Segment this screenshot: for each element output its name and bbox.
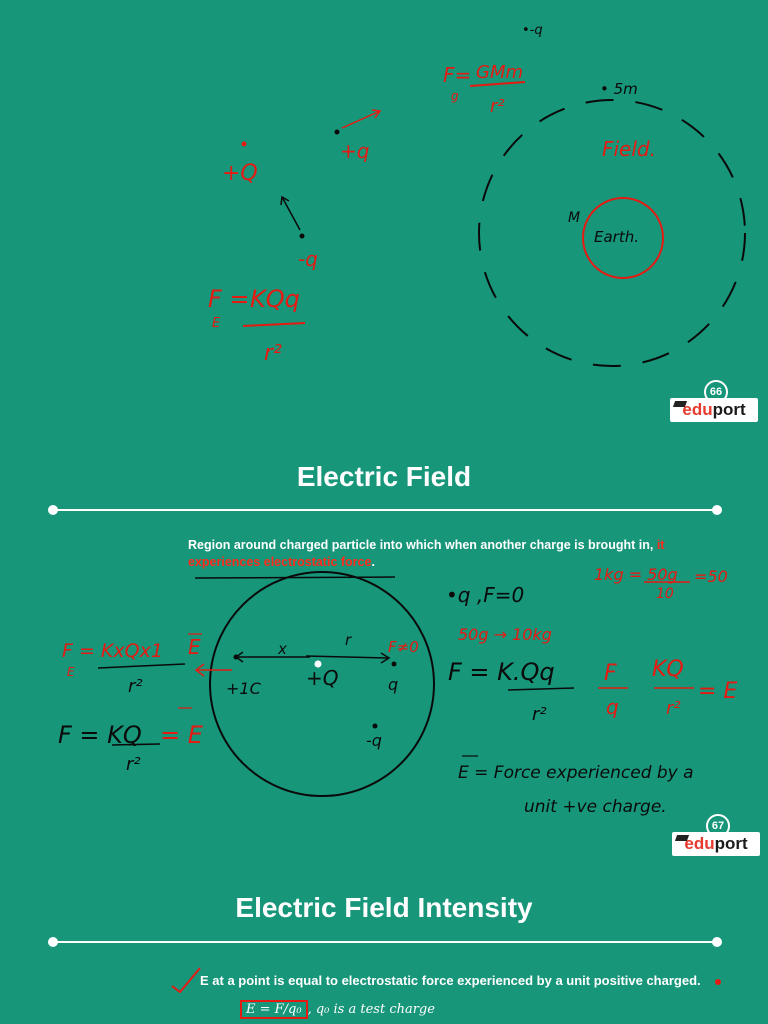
note-E-vec: E [188, 635, 201, 659]
slide-title-electric-field-intensity: Electric Field Intensity [235, 892, 533, 923]
definition-end: . [371, 555, 375, 569]
gravity-field-circle [478, 99, 746, 367]
definition-white-text: Region around charged particle into whic… [188, 538, 654, 552]
note-F-eq-den: r² [126, 754, 141, 775]
note-coulomb-sub: E [212, 316, 221, 331]
note-small-mass: • 5m [600, 80, 638, 98]
neg-test-charge-dot [372, 723, 378, 729]
note-left-sub: E [67, 665, 75, 679]
note-plus-1C: +1C [226, 679, 262, 698]
note-ratio-rhs: KQ [652, 657, 684, 682]
note-force-nonzero: F≠0 [388, 638, 419, 656]
red-dot-mark [715, 979, 721, 985]
note-ratio-num: F [604, 661, 617, 686]
F-eq-bar [111, 743, 161, 746]
note-E-def-line2: unit +ve charge. [524, 797, 667, 817]
earth-circle [582, 197, 664, 279]
divider-left-dot [48, 505, 58, 515]
slide-title-electric-field: Electric Field [296, 461, 472, 492]
intensity-definition: E at a point is equal to electrostatic f… [200, 973, 701, 988]
note-center-Q: +Q [306, 666, 339, 690]
definition-red-text: it experiences electrostatic force [188, 538, 665, 569]
underline-definition [194, 576, 396, 579]
force-arrowhead-unit [194, 663, 205, 677]
divider-left-dot [48, 937, 58, 947]
logo-edu-text: edu [682, 400, 713, 419]
note-charge-q-top: •-q [522, 23, 543, 38]
note-plus-Q: +Q [222, 161, 258, 186]
note-r-label: r [345, 631, 352, 649]
repulsion-arrow [341, 110, 381, 129]
formula-box: E = F/q₀ [240, 1000, 308, 1019]
divider-line [56, 509, 716, 511]
note-plus-q: +q [340, 139, 369, 163]
graduation-cap-icon [672, 401, 688, 407]
mid-formula-bar [507, 687, 575, 691]
test-charge-dot [391, 661, 397, 667]
graduation-cap-icon [674, 835, 690, 841]
note-ratio-rhs-den: r² [666, 698, 681, 719]
electric-field-definition: Region around charged particle into whic… [188, 537, 728, 571]
repulsion-arrowhead [371, 109, 382, 119]
distance-r-arrow [305, 655, 389, 659]
note-gravity-den: r² [490, 96, 505, 117]
divider-line [56, 941, 716, 943]
distance-arrowhead-right [380, 652, 391, 664]
note-coulomb-lhs: F = [208, 285, 250, 313]
note-coulomb-den: r² [264, 341, 282, 366]
attraction-arrow [281, 196, 301, 231]
note-gravity-sub: g [451, 89, 459, 103]
charge-minus-q-dot [299, 233, 305, 239]
note-q-zero: •q ,F=0 [446, 583, 524, 607]
logo-port-text: port [714, 834, 748, 853]
note-gravity-num: GMm [476, 62, 523, 83]
note-E-def-line1: E = Force experienced by a [458, 763, 694, 783]
note-E-eq: = E [160, 721, 204, 749]
attraction-arrowhead [280, 195, 290, 206]
note-field-label: Field. [602, 137, 656, 161]
note-x-label: x [277, 640, 287, 658]
gravity-fraction-bar [469, 81, 526, 87]
tick-mark [171, 967, 201, 994]
charge-plus-Q-dot [241, 141, 247, 147]
note-mass-compare: 50g → 10kg [458, 625, 552, 644]
logo-edu-text: edu [684, 834, 715, 853]
note-minus-q: -q [298, 247, 318, 271]
distance-arrowhead-left [234, 651, 244, 663]
note-point-q: q [388, 675, 398, 694]
formula-note: , q₀ is a test charge [307, 1002, 435, 1017]
note-coulomb-num: KQq [250, 285, 300, 313]
note-left-formula: F = KxQx1 [62, 640, 163, 662]
note-point-minus-q: -q [366, 731, 382, 750]
intensity-formula: E = F/q₀, q₀ is a test charge [240, 1000, 435, 1019]
left-formula-bar [97, 663, 186, 669]
unit-charge-dot [233, 654, 239, 660]
divider-right-dot [712, 505, 722, 515]
charge-plus-q-dot [334, 129, 340, 135]
note-mid-den: r² [532, 704, 547, 725]
field-region-circle [209, 571, 435, 797]
note-ratio-E: = E [698, 679, 737, 704]
note-earth-label: Earth. [594, 228, 639, 246]
divider-right-dot [712, 937, 722, 947]
note-left-den: r² [128, 676, 143, 697]
logo-port-text: port [712, 400, 746, 419]
note-mass-label: M [568, 210, 580, 226]
note-mid-formula: F = K.Qq [448, 658, 555, 686]
coulomb-fraction-bar [242, 322, 306, 327]
note-ratio-den: q [606, 695, 619, 719]
note-gravity-lhs: F= [443, 63, 471, 87]
center-charge-dot [314, 660, 322, 668]
note-units-frac: 10 [656, 586, 674, 602]
note-F-eq: F = KQ [58, 721, 142, 749]
